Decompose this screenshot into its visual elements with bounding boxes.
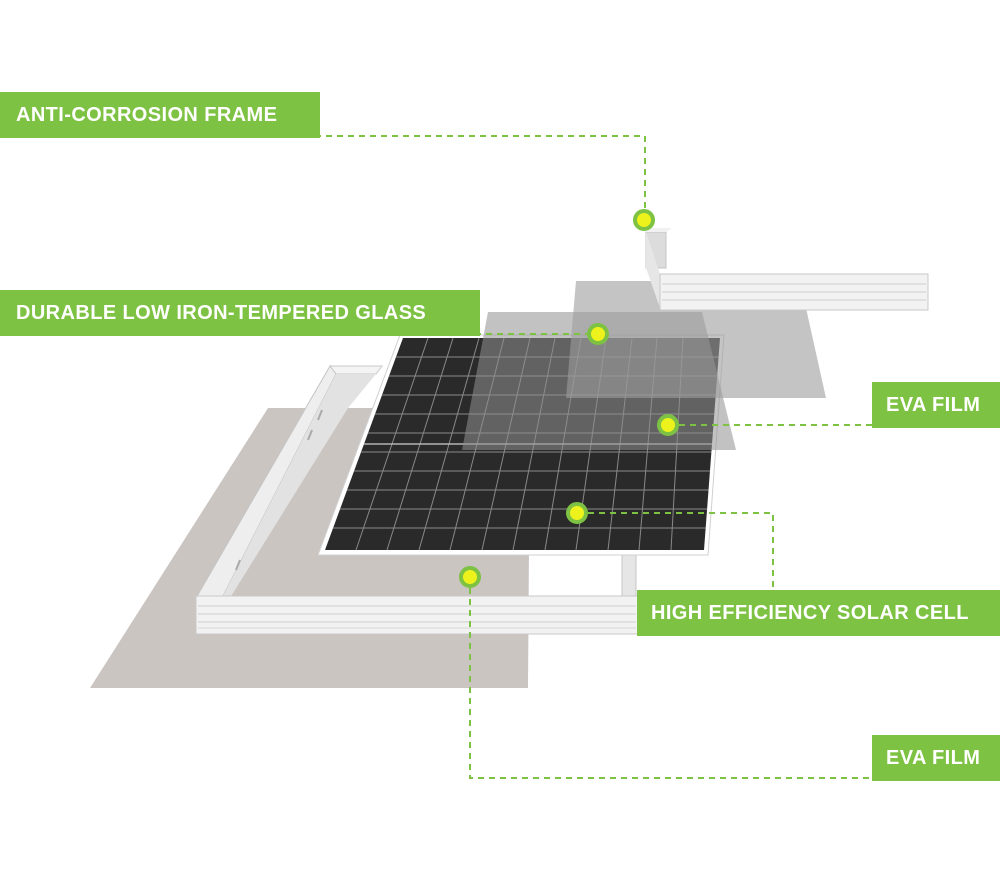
callout-marker-eva-bottom bbox=[459, 566, 481, 588]
label-eva-film-top: EVA FILM bbox=[872, 382, 1000, 428]
callout-marker-glass bbox=[587, 323, 609, 345]
label-solar-cell: HIGH EFFICIENCY SOLAR CELL bbox=[637, 590, 1000, 636]
callout-marker-eva-top bbox=[657, 414, 679, 436]
callout-marker-cell bbox=[566, 502, 588, 524]
leader-line-eva-bottom bbox=[469, 577, 872, 779]
label-anti-corrosion-frame: ANTI-CORROSION FRAME bbox=[0, 92, 320, 138]
top-frame bbox=[645, 228, 929, 311]
leader-line-cell bbox=[577, 512, 774, 590]
label-tempered-glass: DURABLE LOW IRON-TEMPERED GLASS bbox=[0, 290, 480, 336]
label-eva-film-bottom: EVA FILM bbox=[872, 735, 1000, 781]
bottom-frame bbox=[195, 365, 639, 635]
callout-marker-frame bbox=[633, 209, 655, 231]
leader-line-frame bbox=[304, 135, 646, 218]
